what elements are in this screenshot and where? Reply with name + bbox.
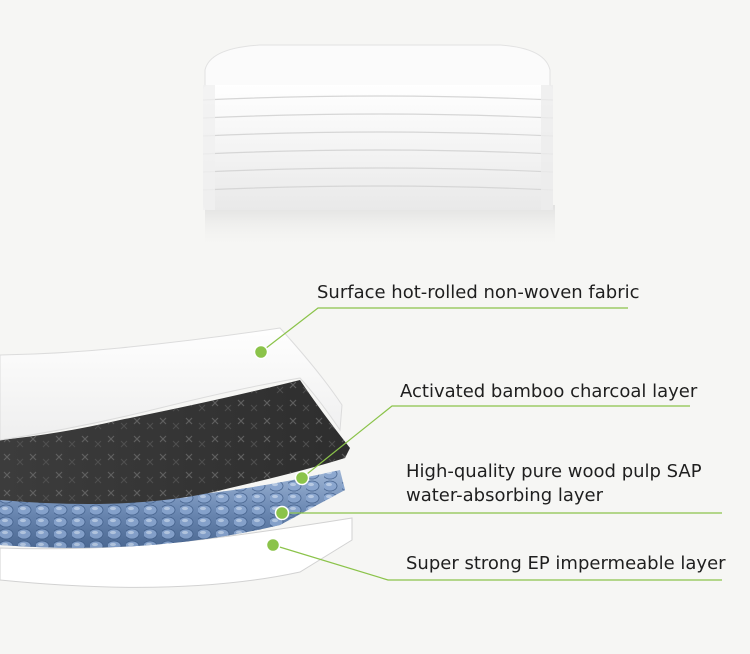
callout-line-ep [272, 544, 722, 581]
pad-stack-shadow [205, 205, 555, 250]
label-line: Surface hot-rolled non-woven fabric [317, 282, 640, 303]
label-surface-fabric: Surface hot-rolled non-woven fabric [317, 281, 640, 305]
pad-stack [202, 44, 555, 250]
pad-stack-edge-right [541, 85, 553, 210]
callout-dot-ep [265, 537, 281, 553]
label-line: High-quality pure wood pulp SAP [406, 461, 702, 482]
charcoal-layer-texture [0, 380, 350, 504]
callouts [253, 307, 722, 581]
callout-dot-surface [253, 344, 269, 360]
label-sap-layer: High-quality pure wood pulp SAP water-ab… [406, 460, 702, 508]
label-line: Activated bamboo charcoal layer [400, 381, 698, 402]
label-line: water-absorbing layer [406, 485, 604, 506]
pad-stack-top [204, 44, 551, 91]
label-charcoal-layer: Activated bamboo charcoal layer [400, 380, 697, 404]
label-ep-layer: Super strong EP impermeable layer [406, 552, 726, 576]
layer-stack [0, 327, 353, 588]
callout-line-surface [260, 307, 628, 353]
pad-stack-body [203, 85, 553, 210]
pad-stack-folds [202, 95, 554, 191]
callout-dot-charcoal [294, 470, 310, 486]
callout-line-charcoal [301, 405, 690, 479]
callout-dot-sap [274, 505, 290, 521]
pad-stack-edge-left [203, 85, 215, 210]
sap-layer-texture [0, 470, 345, 548]
label-line: Super strong EP impermeable layer [406, 553, 726, 574]
